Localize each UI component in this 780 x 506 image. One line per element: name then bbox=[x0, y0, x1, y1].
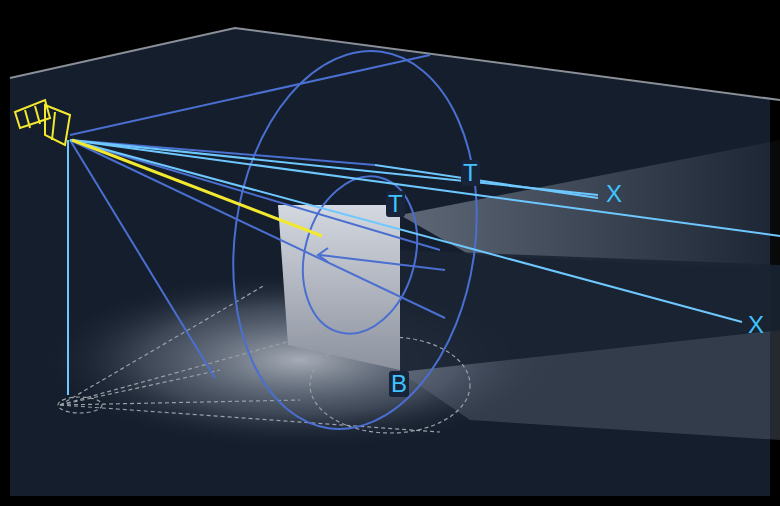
annotation-label: T bbox=[386, 191, 405, 217]
annotation-label: B bbox=[389, 371, 409, 397]
annotation-label: X bbox=[604, 181, 624, 207]
annotation-label: T bbox=[461, 160, 480, 186]
annotation-label: X bbox=[746, 312, 766, 338]
